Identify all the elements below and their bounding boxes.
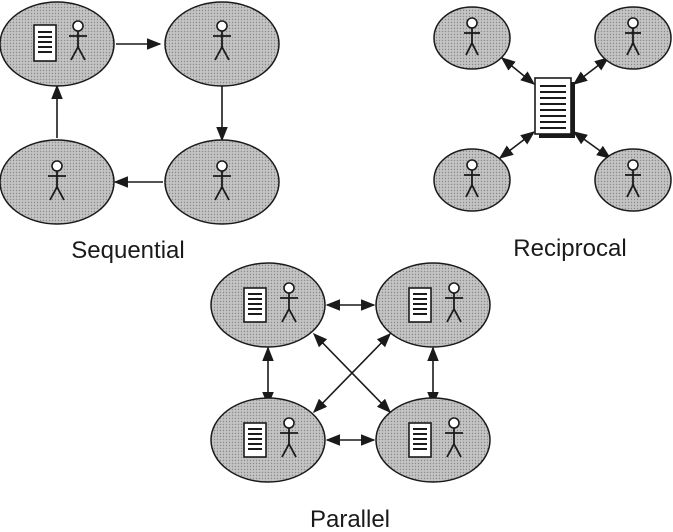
sequential-label: Sequential (71, 237, 184, 264)
reciprocal-arrow (572, 57, 610, 85)
reciprocal-node-person (594, 6, 672, 70)
reciprocal-arrow (500, 57, 536, 85)
document-icon (33, 24, 57, 62)
person-icon (280, 417, 298, 458)
parallel-diagram: Parallel (210, 262, 491, 532)
document-icon (243, 422, 267, 458)
person-icon (213, 20, 231, 61)
sequential-node-person (164, 1, 280, 87)
sequential-node-person (0, 139, 115, 225)
document-icon (408, 287, 432, 323)
parallel-node-doc-person (210, 262, 326, 348)
reciprocal-node-person (433, 6, 511, 70)
person-icon (69, 20, 87, 61)
sequential-node-person (164, 139, 280, 225)
person-icon (445, 282, 463, 323)
reciprocal-arrow (572, 131, 612, 159)
person-icon (464, 159, 480, 198)
parallel-arrow (312, 332, 392, 414)
person-icon (464, 17, 480, 56)
parallel-label: Parallel (310, 506, 390, 532)
parallel-node-doc-person (210, 397, 326, 483)
document-icon (534, 77, 575, 138)
person-icon (625, 17, 641, 56)
person-icon (48, 160, 66, 201)
parallel-node-doc-person (375, 262, 491, 348)
person-icon (625, 159, 641, 198)
person-icon (280, 282, 298, 323)
reciprocal-node-person (594, 148, 672, 212)
person-icon (445, 417, 463, 458)
reciprocal-label: Reciprocal (513, 235, 626, 262)
person-icon (213, 160, 231, 201)
reciprocal-diagram: Reciprocal (433, 6, 672, 262)
parallel-node-doc-person (375, 397, 491, 483)
document-icon (243, 287, 267, 323)
reciprocal-node-person (433, 148, 511, 212)
sequential-node-doc-person (0, 1, 115, 87)
document-icon (408, 422, 432, 458)
reciprocal-arrow (498, 131, 536, 159)
sequential-diagram: Sequential (0, 1, 280, 264)
